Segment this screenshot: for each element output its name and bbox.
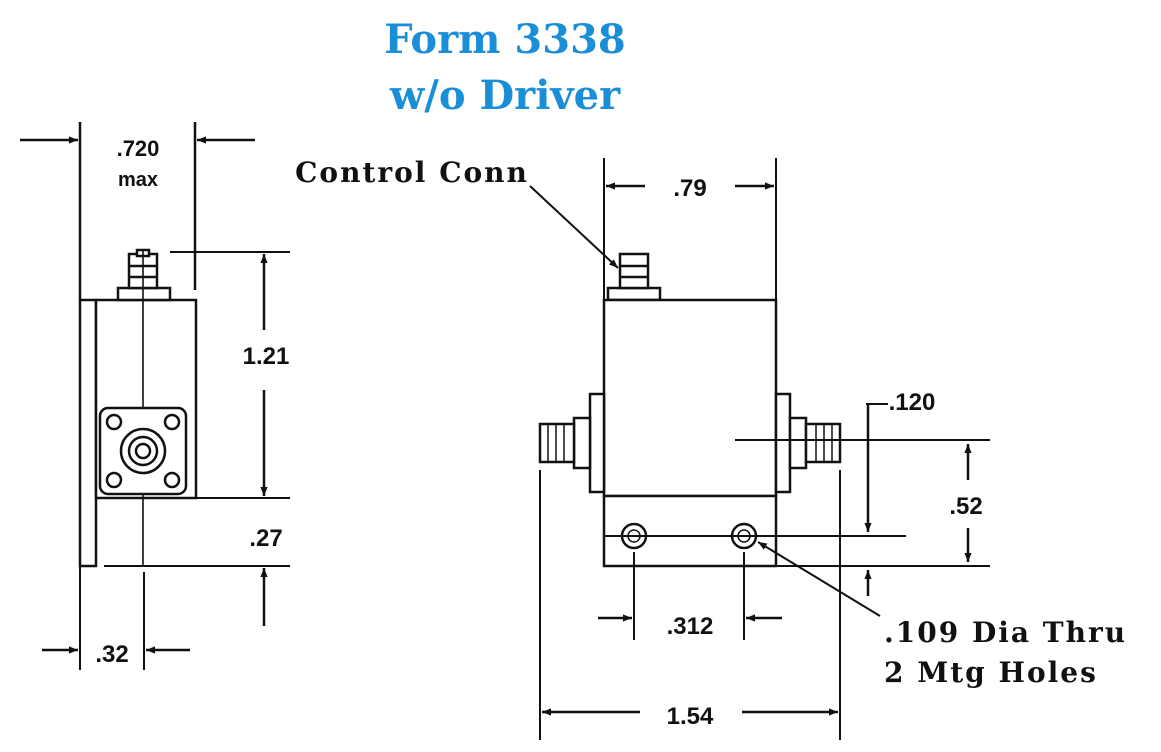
control-connector-base [606,286,662,302]
hole-note-line1: .109 Dia Thru [884,616,1127,649]
bracket-height-label: .27 [249,525,282,552]
hole-note-leader [757,541,881,617]
hole-note-line2: 2 Mtg Holes [884,656,1098,689]
front-view [529,158,990,740]
hole-offset-label: .120 [889,389,936,416]
drawing-title-line1: Form 3338 [384,16,626,63]
height-label: 1.21 [243,343,290,370]
width-label: .720 [117,136,160,161]
drawing-title-line2: w/o Driver [389,72,621,119]
control-connector [618,252,650,290]
side-conn-base [116,286,172,302]
mounting-bracket [78,298,98,568]
control-conn-label: Control Conn [295,156,529,189]
front-body [602,298,778,498]
side-port-outer [119,427,167,475]
top-width-label: .79 [673,175,706,202]
hole-spacing-label: .312 [667,613,714,640]
side-view [20,122,290,670]
width-qualifier-label: max [118,169,158,191]
control-conn-leader [529,185,619,269]
rf-port-right [788,416,808,470]
overall-width-label: 1.54 [667,703,714,730]
side-flange [98,406,188,496]
hole-height-label: .52 [949,493,982,520]
bracket-width-label: .32 [95,641,128,668]
rf-port-left [572,416,592,470]
